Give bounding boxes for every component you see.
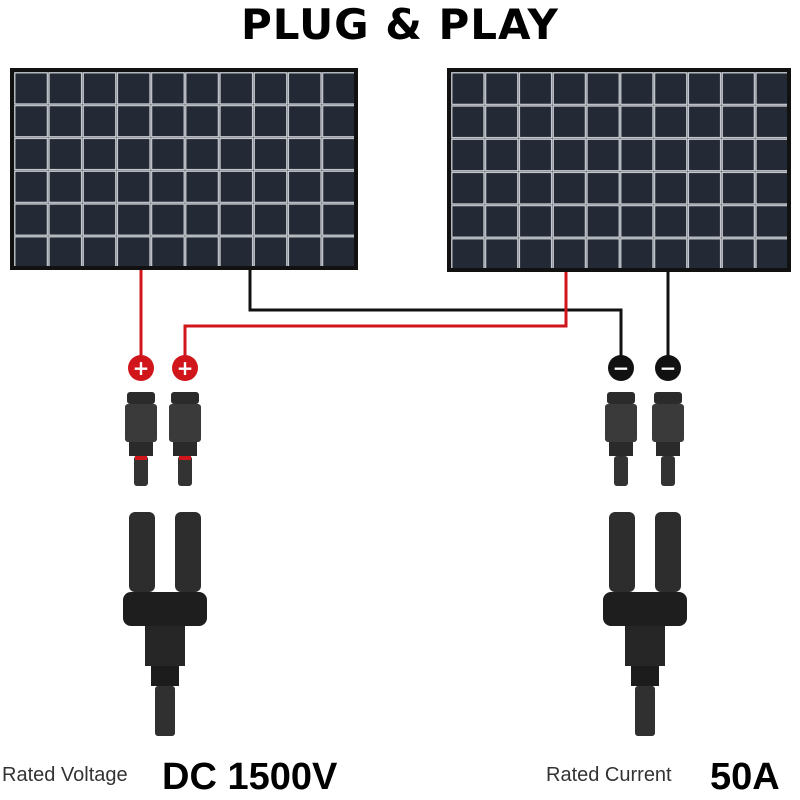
svg-text:+: +: [177, 356, 194, 380]
rated-current-label: Rated Current: [546, 764, 672, 786]
mc4-connector-positive: [125, 392, 157, 486]
svg-text:−: −: [613, 356, 630, 380]
negative-badge: −: [655, 355, 681, 381]
page-title: PLUG & PLAY: [241, 0, 559, 49]
y-branch-connector-negative: [603, 512, 687, 736]
svg-text:+: +: [133, 356, 150, 380]
positive-wire-right: [183, 272, 568, 360]
positive-badge: +: [128, 355, 154, 381]
mc4-connector-negative: [605, 392, 637, 486]
svg-text:−: −: [660, 356, 677, 380]
negative-wire-left: [248, 270, 623, 360]
rated-current-value: 50A: [710, 756, 780, 798]
solar-panel-left: [10, 68, 358, 270]
rated-voltage-label: Rated Voltage: [2, 764, 128, 786]
negative-badge: −: [608, 355, 634, 381]
mc4-connector-positive: [169, 392, 201, 486]
y-branch-connector-positive: [123, 512, 207, 736]
mc4-connector-negative: [652, 392, 684, 486]
positive-badge: +: [172, 355, 198, 381]
solar-panel-right: [447, 68, 791, 272]
rated-voltage-value: DC 1500V: [162, 756, 338, 798]
